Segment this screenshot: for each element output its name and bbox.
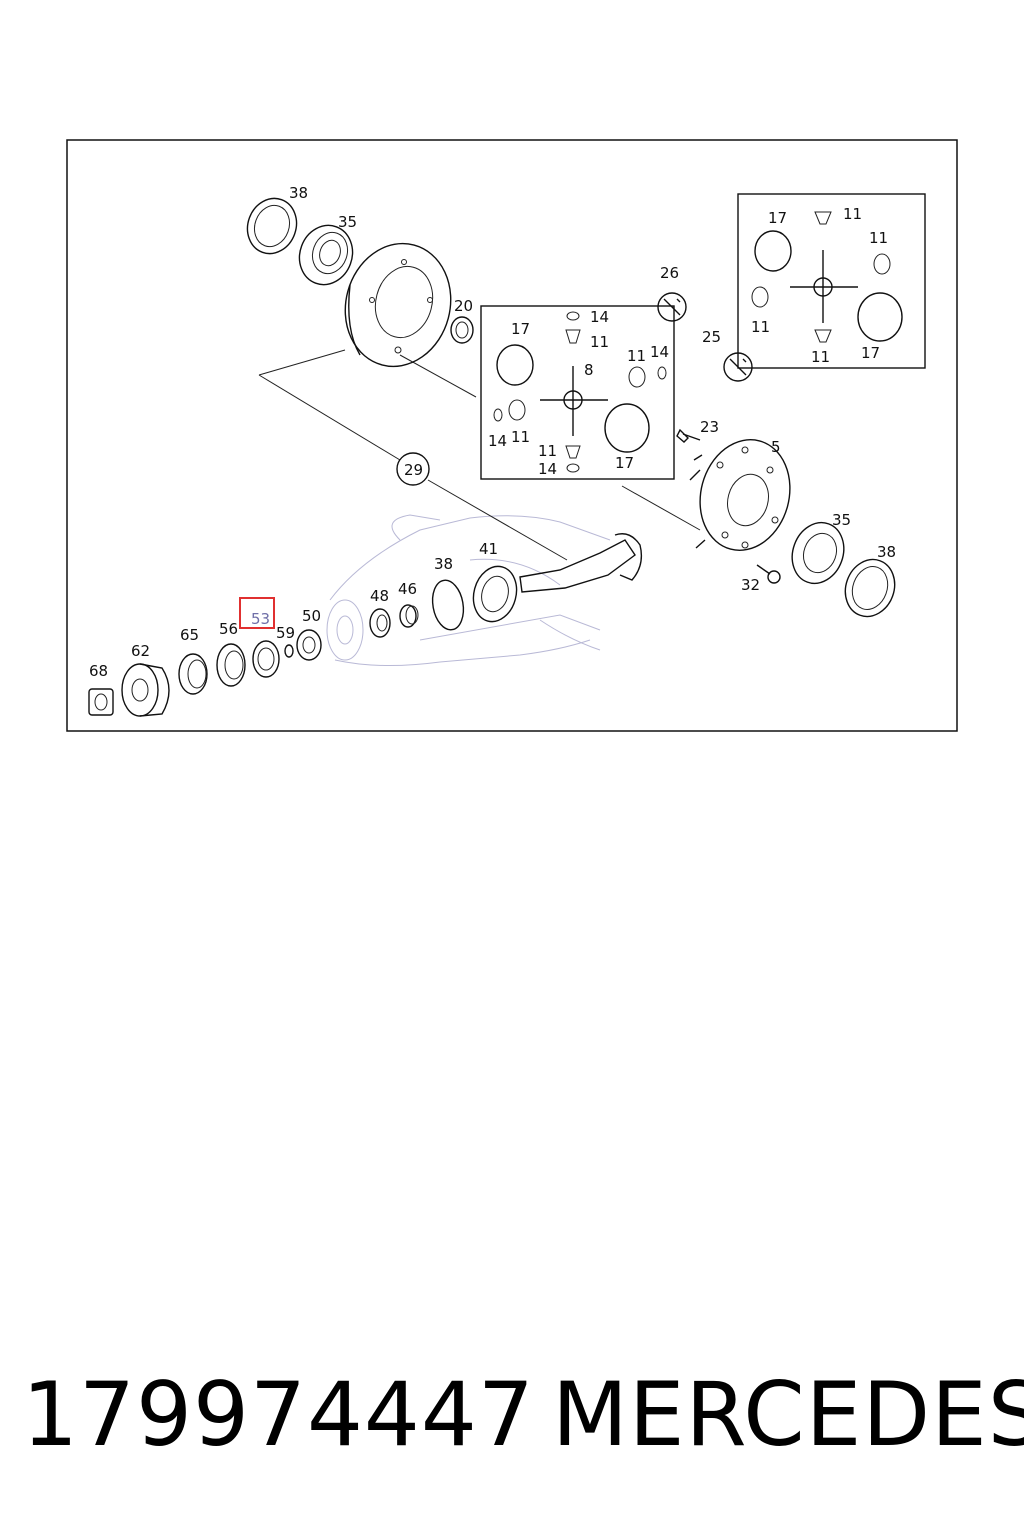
callout-32: 32: [741, 576, 760, 594]
callout-17-center-bottom: 17: [615, 454, 634, 472]
callout-50: 50: [302, 607, 321, 625]
washer-59: [284, 644, 294, 658]
ring-56: [216, 643, 246, 687]
callout-25: 25: [702, 328, 721, 346]
callout-14-center-right: 14: [650, 343, 669, 361]
ring-48: [369, 608, 391, 638]
callout-23: 23: [700, 418, 719, 436]
callout-35-right: 35: [832, 511, 851, 529]
bolt-32: [756, 564, 781, 584]
callout-53: 53: [251, 610, 270, 628]
exploded-parts-diagram: 38 35 20 26 25 29 23 5 35 38 32 41 38 46…: [66, 139, 958, 732]
inset-box-center: [480, 305, 675, 480]
diagram-frame: [66, 139, 958, 732]
callout-17-right-top: 17: [768, 209, 787, 227]
seal-38-right: [844, 558, 896, 618]
callout-59: 59: [276, 624, 295, 642]
callout-14-center-left: 14: [488, 432, 507, 450]
ring-20: [450, 316, 474, 344]
bearing-50: [296, 629, 322, 661]
bearing-35-right: [791, 521, 845, 585]
callout-38-lower: 38: [434, 555, 453, 573]
callout-20: 20: [454, 297, 473, 315]
ring-gear: [344, 242, 452, 368]
callout-65: 65: [180, 626, 199, 644]
brand-name: MERCEDES: [552, 1363, 1024, 1466]
seal-38-top: [246, 197, 298, 255]
callout-14-center-bottom: 14: [538, 460, 557, 478]
spider-cross-center: [493, 311, 667, 473]
callout-35-top: 35: [338, 213, 357, 231]
callout-14-center-top: 14: [590, 308, 609, 326]
bearing-41: [472, 565, 518, 623]
callout-46: 46: [398, 580, 417, 598]
callout-48: 48: [370, 587, 389, 605]
pinion-shaft: [519, 533, 643, 593]
callout-11-center-right: 11: [627, 347, 646, 365]
axle-housing-ghost: [326, 514, 611, 667]
callout-11-right-upper: 11: [869, 229, 888, 247]
callout-68: 68: [89, 662, 108, 680]
callout-11-right-top: 11: [843, 205, 862, 223]
highlight-box-53: [239, 597, 275, 629]
bolt-23: [676, 428, 701, 443]
callout-38-top: 38: [289, 184, 308, 202]
callout-41: 41: [479, 540, 498, 558]
flange-62: [121, 663, 170, 717]
inset-box-right: [737, 193, 926, 369]
bearing-35-top: [298, 224, 354, 286]
callout-11-center-bottom: 11: [538, 442, 557, 460]
callout-29: 29: [404, 461, 423, 479]
callout-11-center-top: 11: [590, 333, 609, 351]
callout-17-center-top: 17: [511, 320, 530, 338]
callout-11-center-left: 11: [511, 428, 530, 446]
spacer-46: [399, 604, 419, 628]
callout-38-right: 38: [877, 543, 896, 561]
callout-8: 8: [584, 361, 594, 379]
part-number: 179974447: [22, 1363, 535, 1466]
callout-labels: 38 35 20 26 25 29 23 5 35 38 32 41 38 46…: [89, 184, 896, 680]
seal-53: [252, 640, 280, 678]
callout-26: 26: [660, 264, 679, 282]
ring-65: [178, 653, 208, 695]
callout-56: 56: [219, 620, 238, 638]
callout-5: 5: [771, 438, 781, 456]
callout-11-right-bottom: 11: [811, 348, 830, 366]
callout-11-right-left: 11: [751, 318, 770, 336]
spider-cross-right: [751, 211, 903, 343]
seal-38-lower: [431, 579, 465, 631]
nut-68: [88, 688, 114, 716]
callout-17-right-bottom: 17: [861, 344, 880, 362]
wrench-icon-26: [657, 292, 687, 322]
callout-circle-29: [396, 452, 430, 486]
differential-case-5: [689, 439, 791, 551]
callout-62: 62: [131, 642, 150, 660]
